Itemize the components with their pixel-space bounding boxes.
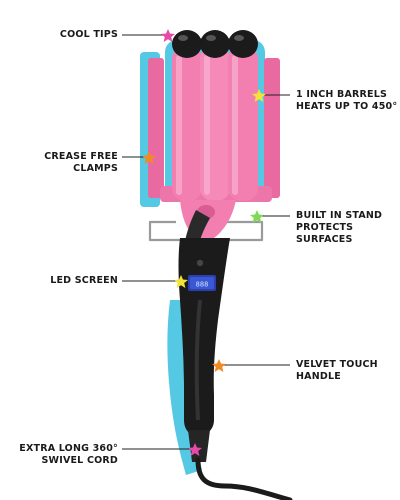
star-icon: [142, 151, 156, 164]
star-icon: [252, 89, 266, 102]
built-in-stand: [148, 220, 264, 242]
callout-text: EXTRA LONG 360°: [19, 443, 118, 454]
leader-lines: [122, 34, 290, 450]
callout-text: SURFACES: [296, 234, 353, 245]
callout-handle: VELVET TOUCH HANDLE: [296, 359, 378, 383]
callout-text: HEATS UP TO 450°: [296, 101, 398, 112]
cool-tips: [172, 30, 258, 58]
callout-crease-free: CREASE FREE CLAMPS: [44, 151, 118, 175]
callout-barrels: 1 INCH BARRELS HEATS UP TO 450°: [296, 89, 397, 113]
callout-text: SWIVEL CORD: [41, 455, 118, 466]
svg-text:888: 888: [196, 281, 209, 289]
star-icon: [174, 275, 188, 288]
callout-text: 1 INCH BARRELS: [296, 89, 388, 100]
callout-text: CLAMPS: [73, 163, 118, 174]
callout-text: PROTECTS: [296, 222, 354, 233]
star-icon: [212, 359, 226, 372]
callout-stand: BUILT IN STAND PROTECTS SURFACES: [296, 210, 382, 246]
barrels: [172, 46, 258, 201]
star-icon: [250, 210, 264, 223]
callout-text: BUILT IN STAND: [296, 210, 383, 221]
callout-text: CREASE FREE: [44, 151, 118, 162]
callout-led: LED SCREEN: [50, 275, 118, 287]
callout-text: COOL TIPS: [59, 29, 118, 40]
led-screen: 888: [188, 259, 216, 291]
callout-text: VELVET TOUCH: [296, 359, 378, 370]
star-icon: [188, 443, 202, 456]
callout-cord: EXTRA LONG 360° SWIVEL CORD: [19, 443, 118, 467]
star-icon: [161, 29, 175, 42]
callout-stars: [142, 29, 266, 456]
callout-cool-tips: COOL TIPS: [60, 29, 118, 41]
callout-text: HANDLE: [296, 371, 341, 382]
swivel-cord: [195, 457, 293, 500]
callout-text: LED SCREEN: [50, 275, 118, 286]
velvet-touch-handle: [178, 238, 230, 436]
